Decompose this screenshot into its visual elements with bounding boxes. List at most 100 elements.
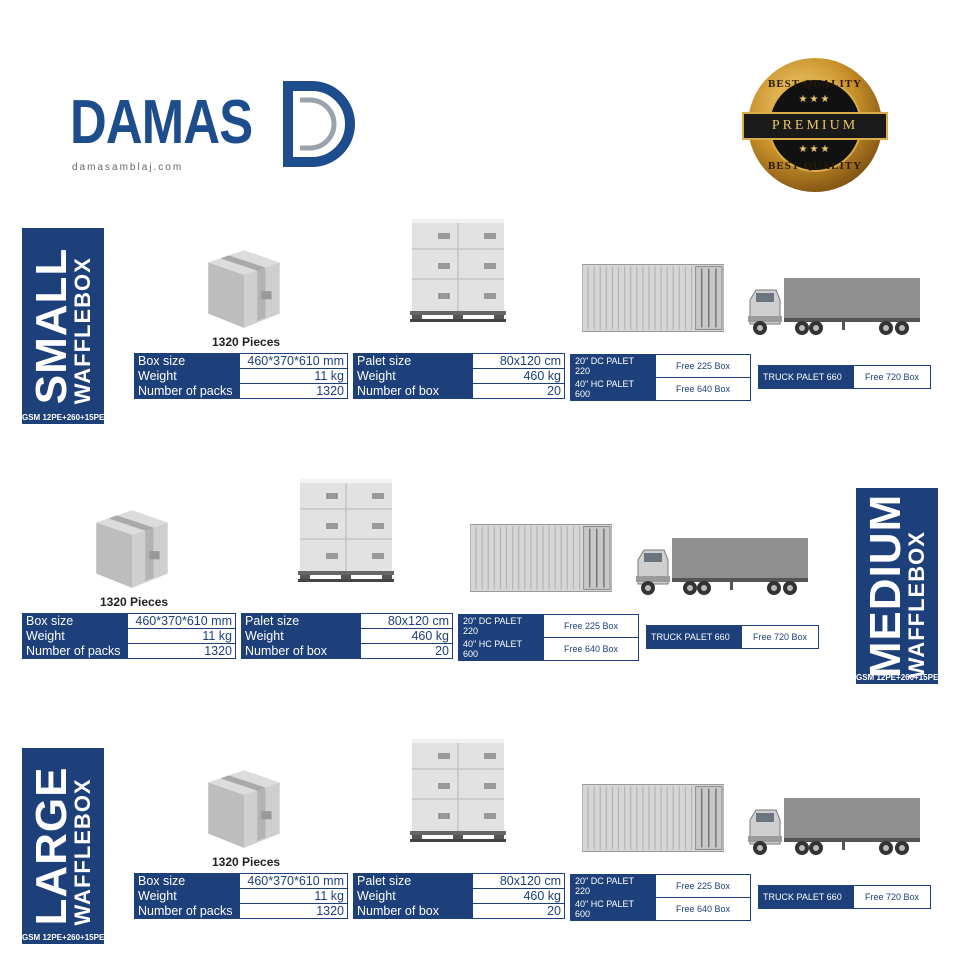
- spec-key: Number of packs: [133, 903, 241, 919]
- pallet-image: [296, 472, 396, 584]
- spec-value: Free 640 Box: [655, 377, 751, 401]
- spec-value: 20: [472, 903, 565, 919]
- spec-key: Palet size: [352, 873, 474, 889]
- spec-value: 11 kg: [239, 888, 348, 904]
- spec-value: 20: [360, 643, 453, 659]
- spec-key: TRUCK PALET 660: [758, 885, 854, 909]
- section-label-large: LARGE WAFFLEBOX GSM 12PE+260+15PE: [22, 748, 104, 944]
- spec-value: 80x120 cm: [472, 873, 565, 889]
- spec-key: Number of box: [240, 643, 362, 659]
- spec-key: TRUCK PALET 660: [646, 625, 742, 649]
- spec-key: 20" DC PALET 220: [570, 874, 656, 898]
- spec-key: 40" HC PALET 600: [570, 377, 656, 401]
- spec-value: 1320: [239, 383, 348, 399]
- spec-value: 11 kg: [127, 628, 236, 644]
- gsm-spec: GSM 12PE+260+15PE: [22, 413, 105, 422]
- spec-key: Box size: [21, 613, 129, 629]
- badge-bottom-text: BEST QUALITY: [767, 160, 863, 172]
- pallet-image: [408, 732, 508, 844]
- spec-value: 11 kg: [239, 368, 348, 384]
- single-box-image: [198, 240, 290, 332]
- label-main: SMALL: [27, 247, 76, 405]
- spec-key: 40" HC PALET 600: [458, 637, 544, 661]
- spec-value: Free 720 Box: [853, 885, 931, 909]
- spec-key: Number of box: [352, 383, 474, 399]
- pieces-count: 1320 Pieces: [100, 595, 169, 609]
- badge-top-stars: ★★★: [798, 94, 832, 105]
- label-main: LARGE: [27, 766, 76, 926]
- spec-key: 20" DC PALET 220: [570, 354, 656, 378]
- spec-value: Free 640 Box: [543, 637, 639, 661]
- spec-key: Number of packs: [21, 643, 129, 659]
- spec-key: Weight: [240, 628, 362, 644]
- spec-value: 20: [472, 383, 565, 399]
- spec-key: TRUCK PALET 660: [758, 365, 854, 389]
- spec-value: Free 225 Box: [655, 874, 751, 898]
- spec-key: 40" HC PALET 600: [570, 897, 656, 921]
- spec-value: 460*370*610 mm: [239, 873, 348, 889]
- spec-key: Box size: [133, 873, 241, 889]
- brand-name: DAMAS: [70, 88, 253, 157]
- label-sub: WAFFLEBOX: [70, 778, 95, 926]
- spec-value: 1320: [127, 643, 236, 659]
- label-main: MEDIUM: [861, 493, 910, 679]
- spec-value: Free 720 Box: [853, 365, 931, 389]
- spec-value: 460*370*610 mm: [239, 353, 348, 369]
- container-image: [470, 522, 612, 594]
- spec-value: 460 kg: [472, 888, 565, 904]
- spec-key: Weight: [133, 368, 241, 384]
- brand-url: damasamblaj.com: [72, 162, 184, 173]
- brand-logo: DAMAS damasamblaj.com: [70, 81, 355, 182]
- spec-value: 80x120 cm: [360, 613, 453, 629]
- spec-value: 80x120 cm: [472, 353, 565, 369]
- spec-key: Number of box: [352, 903, 474, 919]
- spec-value: Free 225 Box: [655, 354, 751, 378]
- truck-image: [634, 536, 809, 598]
- container-image: [582, 782, 724, 854]
- truck-image: [746, 796, 921, 858]
- spec-value: Free 225 Box: [543, 614, 639, 638]
- spec-key: Box size: [133, 353, 241, 369]
- spec-value: 460 kg: [472, 368, 565, 384]
- spec-value: 460 kg: [360, 628, 453, 644]
- spec-value: 460*370*610 mm: [127, 613, 236, 629]
- badge-bottom-stars: ★★★: [798, 144, 832, 155]
- spec-key: Weight: [352, 368, 474, 384]
- premium-quality-badge: BEST QUALITY ★★★ PREMIUM ★★★ BEST QUALIT…: [742, 58, 888, 192]
- spec-key: Weight: [352, 888, 474, 904]
- single-box-image: [86, 500, 178, 592]
- spec-key: Number of packs: [133, 383, 241, 399]
- pieces-count: 1320 Pieces: [212, 855, 281, 869]
- brand-d-emblem: [283, 81, 355, 167]
- section-label-medium: MEDIUM WAFFLEBOX GSM 12PE+260+15PE: [856, 488, 938, 684]
